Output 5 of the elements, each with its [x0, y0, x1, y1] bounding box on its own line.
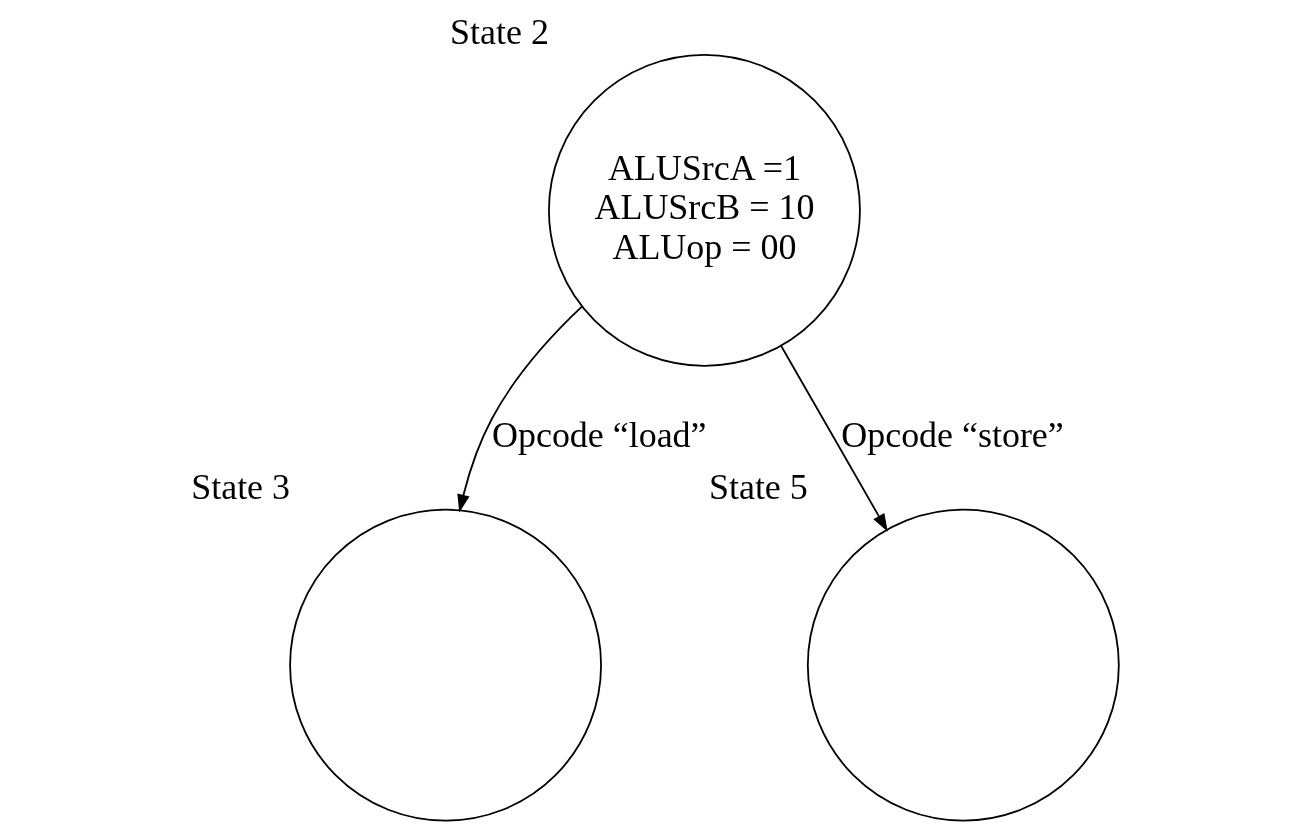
node-label: State 2	[450, 12, 549, 53]
edge-label: Opcode “store”	[841, 414, 1064, 455]
node-label: State 5	[708, 466, 808, 507]
edge-label: Opcode “load”	[492, 414, 707, 455]
node-label: State 3	[191, 466, 291, 507]
